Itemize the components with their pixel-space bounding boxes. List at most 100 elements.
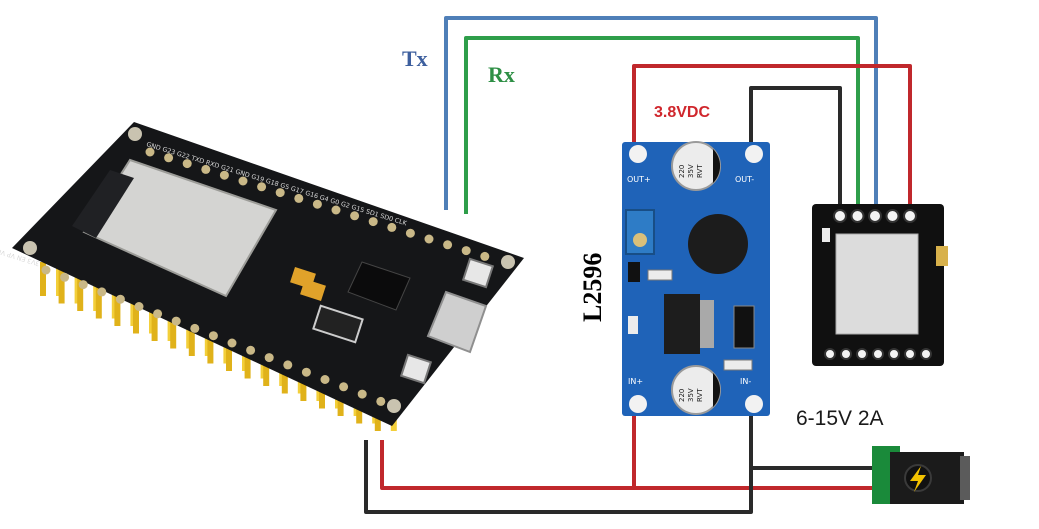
pin-pad <box>208 331 218 341</box>
usb-chip <box>347 261 411 311</box>
terminal-in-minus <box>745 395 763 413</box>
gsm-pin-pad <box>868 209 882 223</box>
header-pin <box>244 344 251 379</box>
pin-pad <box>97 287 107 297</box>
mount-hole <box>128 127 142 141</box>
mount-hole <box>23 241 37 255</box>
gsm-pin-pad <box>833 209 847 223</box>
antenna-connector <box>936 246 948 266</box>
diode <box>733 305 755 349</box>
pin-pad <box>182 159 192 169</box>
pin-pad <box>246 345 256 355</box>
pin-pad <box>275 188 285 198</box>
smd-resistor <box>723 359 753 371</box>
capacitor-top-text: 35V <box>687 164 695 178</box>
pin-pad <box>78 280 88 290</box>
gsm-header-pads <box>833 209 917 223</box>
trimmer-screw <box>633 233 647 247</box>
terminal-in-plus <box>629 395 647 413</box>
pin-pad <box>134 302 144 311</box>
esp32-board: GND G23 G22 TXD RXD G21 GND G19 G18 G5 G… <box>0 122 524 431</box>
pin-pad <box>350 211 360 221</box>
terminal-out-plus <box>629 145 647 163</box>
rx-wire <box>464 36 860 214</box>
pin-pad <box>227 338 237 348</box>
mount-hole <box>501 255 515 269</box>
capacitor-bottom-text: 220 <box>678 389 686 402</box>
capacitor-top-text: 220 <box>678 165 686 178</box>
barrel-jack-sleeve <box>960 456 970 500</box>
header-pin <box>188 322 195 356</box>
capacitor-orange <box>300 278 326 302</box>
header-pin <box>77 277 84 311</box>
tx-wire <box>444 16 878 212</box>
smd-resistor <box>647 269 673 281</box>
output-positive-wire <box>632 64 912 212</box>
pin-pad <box>257 182 267 192</box>
out-minus-label: OUT- <box>735 175 754 184</box>
pin-pad <box>145 147 155 157</box>
header-pin <box>95 284 102 319</box>
gsm-pin-pad <box>856 348 868 360</box>
regulator-label: L2596 <box>578 252 607 322</box>
header-pin <box>207 329 214 364</box>
pin-pad <box>312 199 322 209</box>
header-pin <box>133 299 139 334</box>
capacitor-bottom-text: 35V <box>687 388 695 402</box>
output-voltage-label: 3.8VDC <box>654 104 711 121</box>
pin-pad <box>357 389 367 399</box>
trimmer-potentiometer <box>625 209 655 255</box>
pin-pad <box>164 153 174 163</box>
pin-pad <box>115 294 125 304</box>
esp32-top-pads <box>145 147 490 261</box>
pin-pad <box>331 205 341 215</box>
pin-pad <box>60 272 70 282</box>
pin-pad <box>339 382 349 392</box>
gsm-module <box>812 204 948 366</box>
gsm-pin-pad <box>920 348 932 360</box>
pin-pad <box>264 353 274 363</box>
pin-pad <box>461 246 471 256</box>
pin-pad <box>41 265 51 275</box>
wires <box>364 16 912 514</box>
pin-pad <box>171 316 181 326</box>
regulator-chip <box>312 304 364 344</box>
pin-pad <box>190 323 200 333</box>
mount-hole <box>387 399 401 413</box>
gsm-pin-pad <box>904 348 916 360</box>
pin-pad <box>219 170 229 180</box>
pin-pad <box>238 176 248 186</box>
micro-usb-port <box>426 290 488 354</box>
esp32-bottom-pads <box>41 265 386 406</box>
boot-button <box>461 257 495 289</box>
in-minus-label: IN- <box>740 377 751 386</box>
out-plus-label: OUT+ <box>627 175 651 184</box>
inductor <box>688 214 748 274</box>
pin-pad <box>424 234 434 244</box>
pin-pad <box>387 222 397 232</box>
header-pin <box>281 359 288 394</box>
smd-resistor <box>628 316 638 334</box>
wifi-module-antenna <box>72 170 134 238</box>
buck-pcb <box>622 142 770 416</box>
ic-leads <box>700 300 714 348</box>
pin-pad <box>376 396 386 406</box>
capacitor-top-stripe <box>713 149 721 183</box>
capacitor-bottom-text: RVT <box>696 388 704 402</box>
l2596-ic <box>664 294 700 354</box>
gsm-pin-pad <box>850 209 865 223</box>
gsm-pin-pad <box>824 348 836 360</box>
pin-pad <box>405 228 415 238</box>
pin-pad <box>294 193 304 203</box>
gsm-bottom-pads <box>824 348 932 360</box>
pin-pad <box>153 309 163 319</box>
gsm-pin-pad <box>903 209 917 223</box>
barrel-jack <box>872 446 970 504</box>
pin-pad <box>283 360 293 370</box>
power-input-label: 6-15V 2A <box>796 407 884 430</box>
in-plus-label: IN+ <box>628 377 643 386</box>
pin-pad <box>368 217 378 227</box>
pin-pad <box>301 367 311 377</box>
header-pin <box>58 269 65 304</box>
